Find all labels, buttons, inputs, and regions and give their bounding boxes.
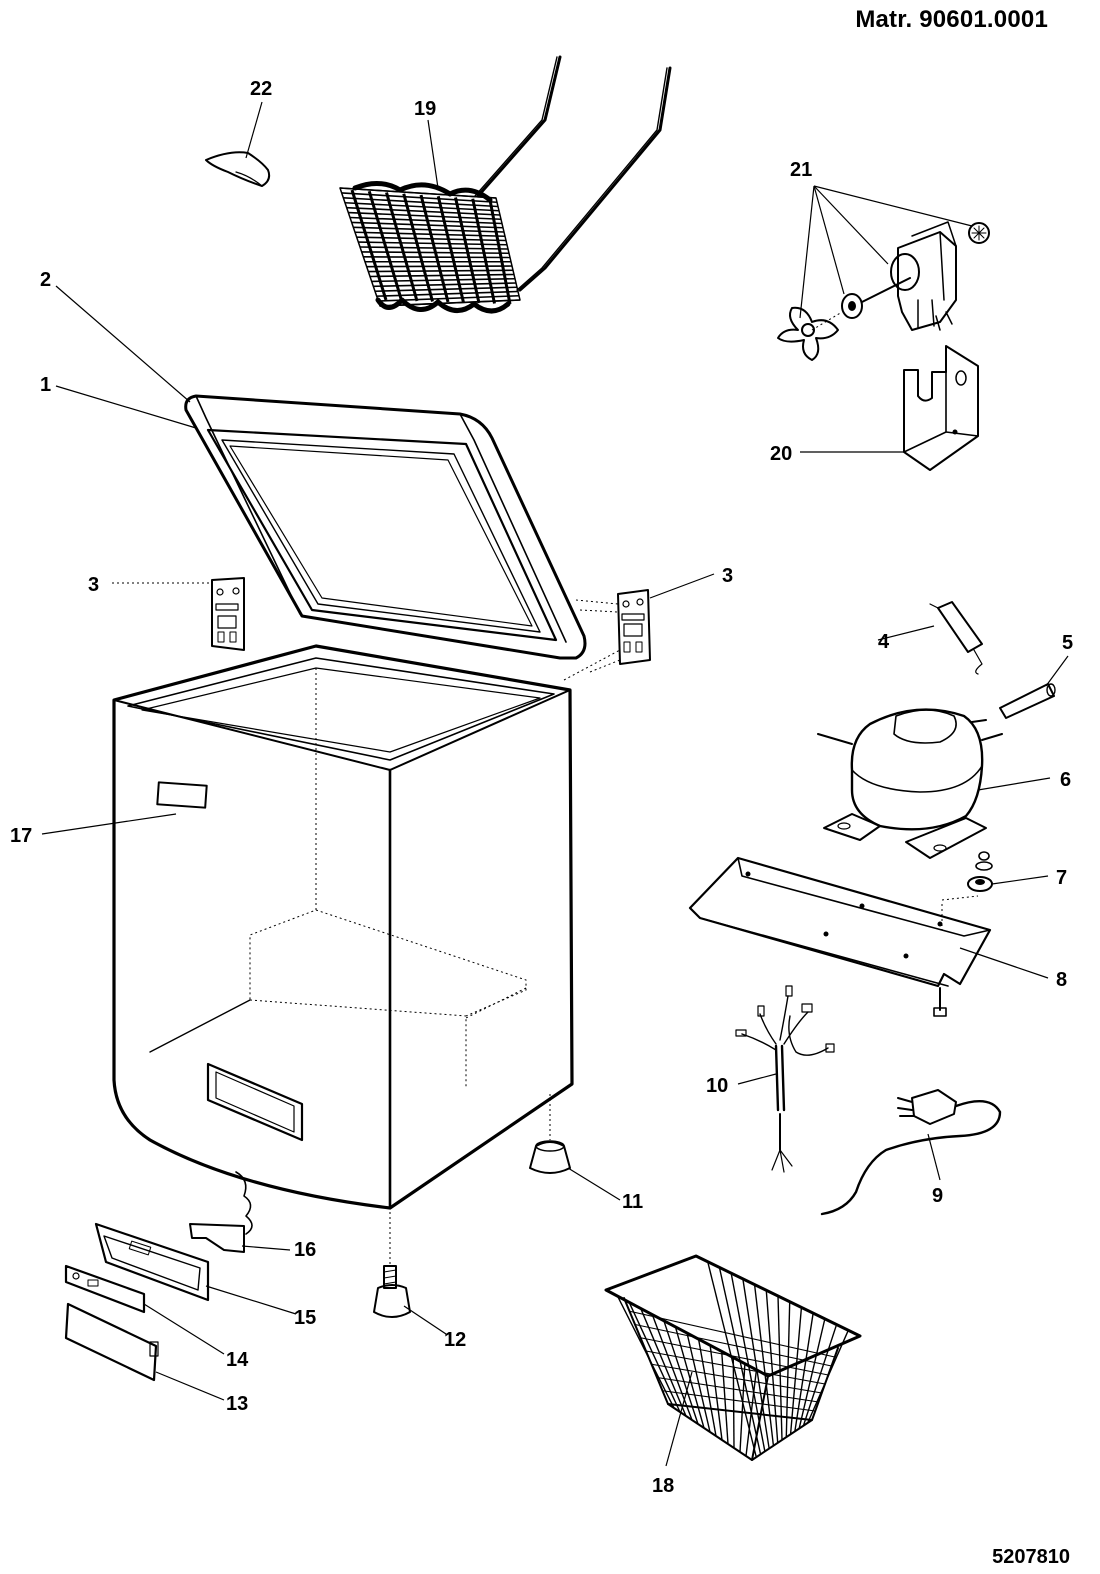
hinge-right-drawing [617,589,651,665]
drawing-stroke [656,1376,819,1403]
drawing-stroke [402,193,434,302]
lid-drawing [184,394,587,660]
drawing-stroke [385,192,419,302]
part-label-compressor-base: 8 [1056,969,1067,991]
drawing-stroke [344,201,500,212]
part-labels: 1 2 3 3 4 5 6 7 8 9 10 11 12 13 14 15 16… [10,78,1073,1497]
drawing-stroke [379,299,521,307]
lid-handle-drawing [205,151,271,187]
drawing-stroke [634,1323,832,1367]
part-label-foot-adjustable: 12 [444,1329,466,1351]
leader-lines [41,101,1069,1467]
drawing-stroke [721,1351,729,1445]
part-label-grommet: 7 [1056,867,1067,889]
drawing-stroke [629,1310,835,1358]
drawing-stroke [697,1339,717,1437]
drawing-stroke [753,1284,775,1446]
wiring-harness-drawing [735,985,835,1173]
drawing-stroke [436,195,465,303]
part-label-condenser: 19 [414,98,436,120]
drawing-number: 5207810 [992,1546,1070,1568]
grommet-drawing [941,851,993,901]
drawing-stroke [794,1313,814,1432]
drawing-stroke [350,189,388,301]
foot-adjustable-drawing [373,1212,411,1318]
drawing-stroke [341,192,498,204]
foot-fixed-drawing [529,1094,571,1174]
drawing-stroke [645,1350,826,1385]
drawing-stroke [718,1267,762,1455]
drawing-stroke [419,194,450,303]
sleeve-drawing [999,683,1056,719]
material-number: Matr. 90601.0001 [855,6,1048,33]
light-lens-drawing [64,1264,146,1314]
drawing-stroke [616,1295,675,1409]
drawing-stroke [662,1390,816,1412]
part-label-fan-motor-kit: 21 [790,159,812,181]
drawing-stroke [785,1301,791,1438]
part-label-hinge-right: 3 [722,565,733,587]
basket-drawing [604,1254,862,1461]
part-label-filter-drier: 4 [878,631,890,653]
thermostat-drawing [189,1171,253,1253]
power-cord-drawing [820,1089,1002,1216]
compressor-base-drawing [688,856,992,1017]
part-label-compressor: 6 [1060,769,1071,791]
drawing-stroke [732,1357,735,1449]
drawing-stroke [686,1332,711,1433]
part-label-power-cord: 9 [932,1185,943,1207]
control-cover-drawing [64,1302,159,1382]
drawing-stroke [745,1369,758,1457]
filter-drier-drawing [929,601,983,675]
drawing-stroke [730,1273,766,1452]
part-label-thermostat: 16 [294,1239,316,1261]
fan-motor-kit-drawing [777,221,990,361]
drawing-stroke [339,187,497,199]
drawing-stroke [488,199,512,305]
part-label-wiring-harness: 10 [706,1075,728,1097]
drawing-stroke [471,198,496,304]
part-label-basket: 18 [652,1475,674,1497]
drawing-stroke [454,197,481,304]
part-label-lid: 2 [40,269,51,291]
part-label-foot-fixed: 11 [622,1191,643,1213]
drawing-stroke [709,1345,723,1441]
control-housing-drawing [94,1222,210,1302]
drawing-stroke [798,1318,826,1429]
part-label-light-lens: 14 [226,1349,249,1371]
fan-bracket-drawing [903,345,979,471]
drawing-stroke [765,1290,779,1443]
drawing-stroke [628,1301,681,1413]
drawing-stroke [789,1307,803,1435]
drawing-stroke [651,1363,822,1394]
drawing-stroke [807,1330,849,1424]
part-label-lid-seal: 1 [40,374,51,396]
drawing-stroke [739,1363,746,1453]
part-label-control-housing: 15 [294,1307,316,1329]
drawing-stroke [802,1324,838,1426]
drawing-stroke [640,1337,829,1376]
drawing-stroke [640,1308,687,1417]
part-label-fan-bracket: 20 [770,443,792,465]
part-label-hinge-left: 3 [88,574,99,596]
drawing-stroke [674,1326,705,1429]
drawing-stroke [742,1278,770,1449]
drawing-stroke [663,1320,699,1425]
compressor-drawing [817,708,1003,859]
part-label-control-cover: 13 [226,1393,248,1415]
cabinet-drawing [112,644,574,1210]
hinge-left-drawing [211,577,245,651]
part-label-lid-handle: 22 [250,78,272,100]
part-label-badge: 17 [10,825,32,847]
drawing-stroke [707,1261,757,1458]
drawing-stroke [777,1295,783,1441]
drawing-stroke [343,197,499,208]
part-label-sleeve: 5 [1062,632,1073,654]
condenser-drawing [339,55,672,314]
drawing-stroke [367,190,403,301]
